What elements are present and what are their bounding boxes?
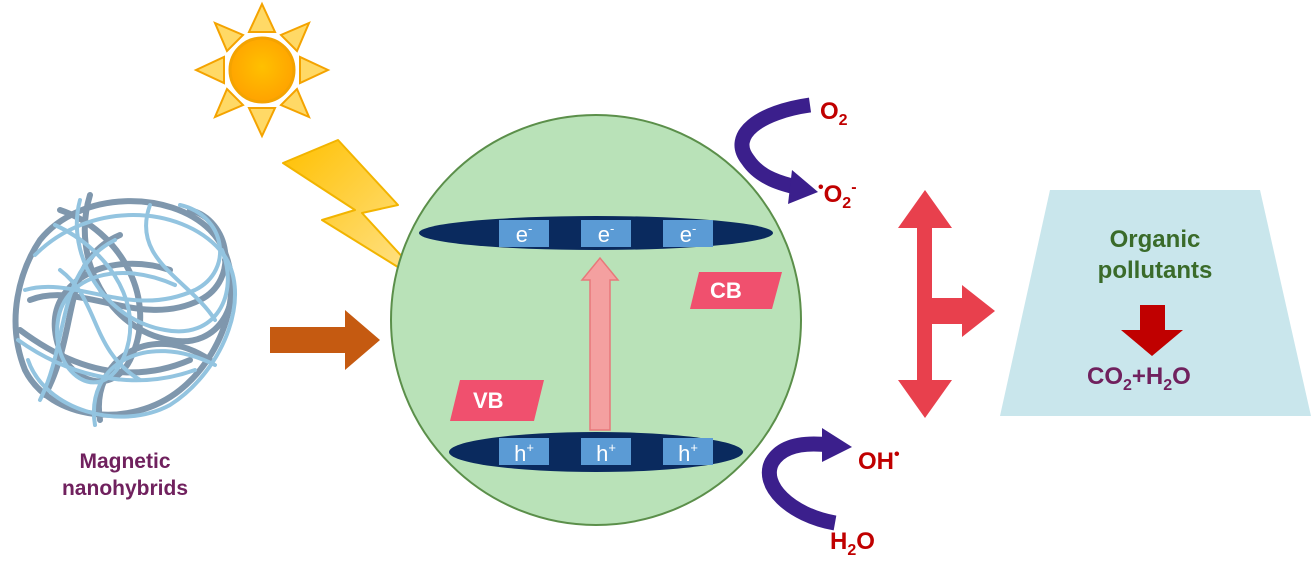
cb-label: CB <box>710 278 742 303</box>
vb-label: VB <box>473 388 504 413</box>
hole-box-3 <box>663 438 713 465</box>
superoxide-label: •O2- <box>818 179 857 212</box>
vb-label-box <box>450 380 544 421</box>
electron-label-3: e- <box>679 221 697 247</box>
curved-arrow-o2 <box>734 97 818 204</box>
electron-box-1 <box>499 220 549 247</box>
hole-label-2: h+ <box>596 440 616 466</box>
hole-box-1 <box>499 438 549 465</box>
sun-icon <box>193 1 331 139</box>
pollutant-box <box>1000 190 1311 416</box>
lightning-bolt-icon <box>282 139 431 288</box>
organic-pollutants-label: Organic pollutants <box>1097 226 1213 285</box>
red-double-arrow <box>898 190 995 418</box>
curved-arrow-h2o <box>761 428 852 531</box>
orange-arrow <box>270 310 380 370</box>
cb-label-box <box>690 272 782 309</box>
hole-label-3: h+ <box>678 440 698 466</box>
o2-label: O2 <box>820 98 848 129</box>
electron-label-1: e- <box>515 221 533 247</box>
electron-box-2 <box>581 220 631 247</box>
hole-label-1: h+ <box>514 440 534 466</box>
nanohybrid-tangle-icon <box>12 192 237 427</box>
magnetic-nanohybrids-label: Magnetic nanohybrids <box>61 450 188 501</box>
water-label: H2O <box>830 528 875 559</box>
hole-box-2 <box>581 438 631 465</box>
electron-label-2: e- <box>597 221 615 247</box>
excitation-arrow <box>580 256 620 431</box>
hydroxyl-radical-label: OH• <box>858 446 900 475</box>
degradation-arrow <box>1121 305 1183 356</box>
product-label: CO2+H2O <box>1087 363 1191 394</box>
electron-box-3 <box>663 220 713 247</box>
